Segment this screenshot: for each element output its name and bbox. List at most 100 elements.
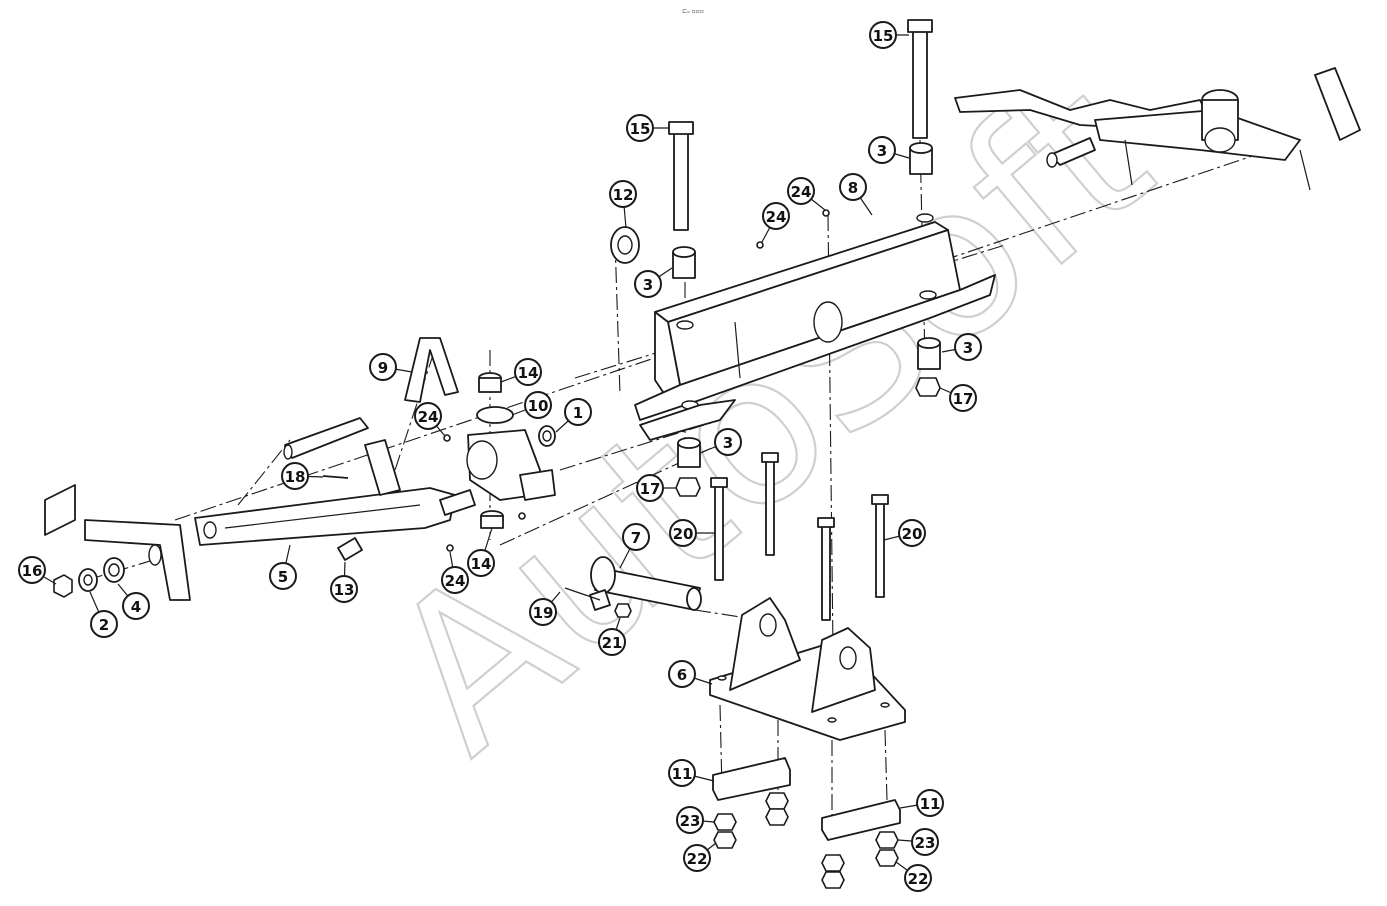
clamp-plates-11 [712, 757, 901, 841]
callout-17: 17 [636, 474, 664, 502]
beam-hole-lower-right [919, 290, 937, 300]
callout-circle [441, 566, 469, 594]
bolt-15-right-head [907, 19, 933, 33]
callout-22: 22 [683, 844, 711, 872]
callout-label: 23 [680, 812, 701, 830]
callout-7: 7 [622, 523, 650, 551]
nut-21 [614, 603, 632, 618]
callout-circle [414, 402, 442, 430]
callout-label: 18 [285, 468, 306, 486]
bolt-19 [564, 587, 601, 601]
pivot-pin-end [686, 587, 702, 611]
arm-clevis [439, 489, 476, 516]
nut-23-right [875, 831, 899, 849]
callout-label: 3 [643, 276, 653, 294]
beam-flange [634, 274, 996, 421]
nut-17-right [915, 377, 941, 397]
callouts: 1233334567891011111213141415151617171819… [18, 21, 982, 892]
spindle-shaft [284, 417, 369, 459]
callout-circle [636, 474, 664, 502]
left-bracket-plate [44, 484, 76, 536]
callout-circle [514, 358, 542, 386]
beam-pivot-bore [813, 301, 843, 343]
callout-label: 10 [528, 397, 549, 415]
bolt-20-c [821, 524, 831, 621]
plate-ear-right-hole [839, 646, 857, 670]
plate-axis-right [884, 729, 888, 801]
arm-axis-line [394, 339, 439, 471]
beam-edge [734, 321, 741, 379]
callout-label: 22 [908, 870, 929, 888]
callout-circle [524, 391, 552, 419]
nut-bottom-2 [821, 871, 845, 889]
callout-circle [609, 180, 637, 208]
bolt-20-b-head [761, 452, 779, 463]
right-steering-lever [1314, 67, 1361, 141]
callout-11: 11 [668, 759, 696, 787]
callout-5: 5 [269, 562, 297, 590]
nuts-22-23 [713, 792, 899, 889]
left-bracket-body [84, 519, 191, 601]
knuckle-boss [519, 469, 556, 501]
callout-8: 8 [839, 173, 867, 201]
grease-fitting-24-d [822, 209, 830, 217]
arm-end-hole [203, 521, 217, 539]
knuckle-bore [466, 440, 498, 480]
pivot-pin-head [590, 556, 616, 594]
callout-circle [954, 333, 982, 361]
callout-circle [869, 21, 897, 49]
spindle-tip [283, 444, 293, 460]
callout-circle [668, 660, 696, 688]
callout-18: 18 [281, 462, 309, 490]
small-parts [322, 209, 830, 561]
nut-lower-mid [765, 808, 789, 826]
callout-circle [281, 462, 309, 490]
grease-fitting-24-e [518, 512, 526, 520]
bolt-20-b [765, 459, 775, 556]
callout-15: 15 [626, 114, 654, 142]
nut-22-left [713, 831, 737, 849]
right-knuckle-bore [1204, 127, 1236, 153]
callout-2: 2 [90, 610, 118, 638]
callout-circle [911, 828, 939, 856]
callout-label: 3 [877, 142, 887, 160]
bolt-15-left-shank [673, 129, 689, 231]
arm-upright [364, 439, 401, 496]
washer-axis-line [614, 239, 621, 396]
beam-hole-right [916, 213, 934, 223]
callout-label: 7 [631, 529, 641, 547]
callout-circle [787, 177, 815, 205]
top-marker: ⊏ₒ ▫▫▫ [682, 8, 704, 15]
callout-circle [683, 844, 711, 872]
plate-ear-right [811, 627, 876, 713]
bolt-15-left-head [668, 121, 694, 135]
callout-19: 19 [529, 598, 557, 626]
callout-label: 2 [99, 616, 109, 634]
lever-9 [404, 337, 459, 403]
bolt-20-a-head [710, 477, 728, 488]
pivot-pin-7 [589, 556, 702, 611]
callout-label: 14 [518, 364, 539, 382]
grease-fitting-24-b [446, 544, 454, 552]
callout-label: 24 [791, 183, 812, 201]
bolts-15 [668, 19, 933, 231]
callout-22: 22 [904, 864, 932, 892]
plate-hole-3 [880, 702, 890, 708]
callout-circle [90, 610, 118, 638]
left-bracket-hole [148, 544, 162, 566]
callout-circle [467, 549, 495, 577]
spacer-3-b-top [909, 142, 933, 154]
nut-17-left [675, 477, 701, 497]
callout-10: 10 [524, 391, 552, 419]
plate-ear-left-hole [759, 613, 777, 637]
callout-circle [904, 864, 932, 892]
right-tie-link [1124, 139, 1133, 186]
hub-parts [53, 557, 125, 598]
callout-17: 17 [949, 384, 977, 412]
beam-hole-left [676, 320, 694, 330]
callout-1: 1 [564, 398, 592, 426]
pivot-vertical-axis [827, 214, 834, 651]
callout-label: 24 [445, 572, 466, 590]
callout-label: 3 [963, 339, 973, 357]
callout-label: 11 [920, 795, 941, 813]
